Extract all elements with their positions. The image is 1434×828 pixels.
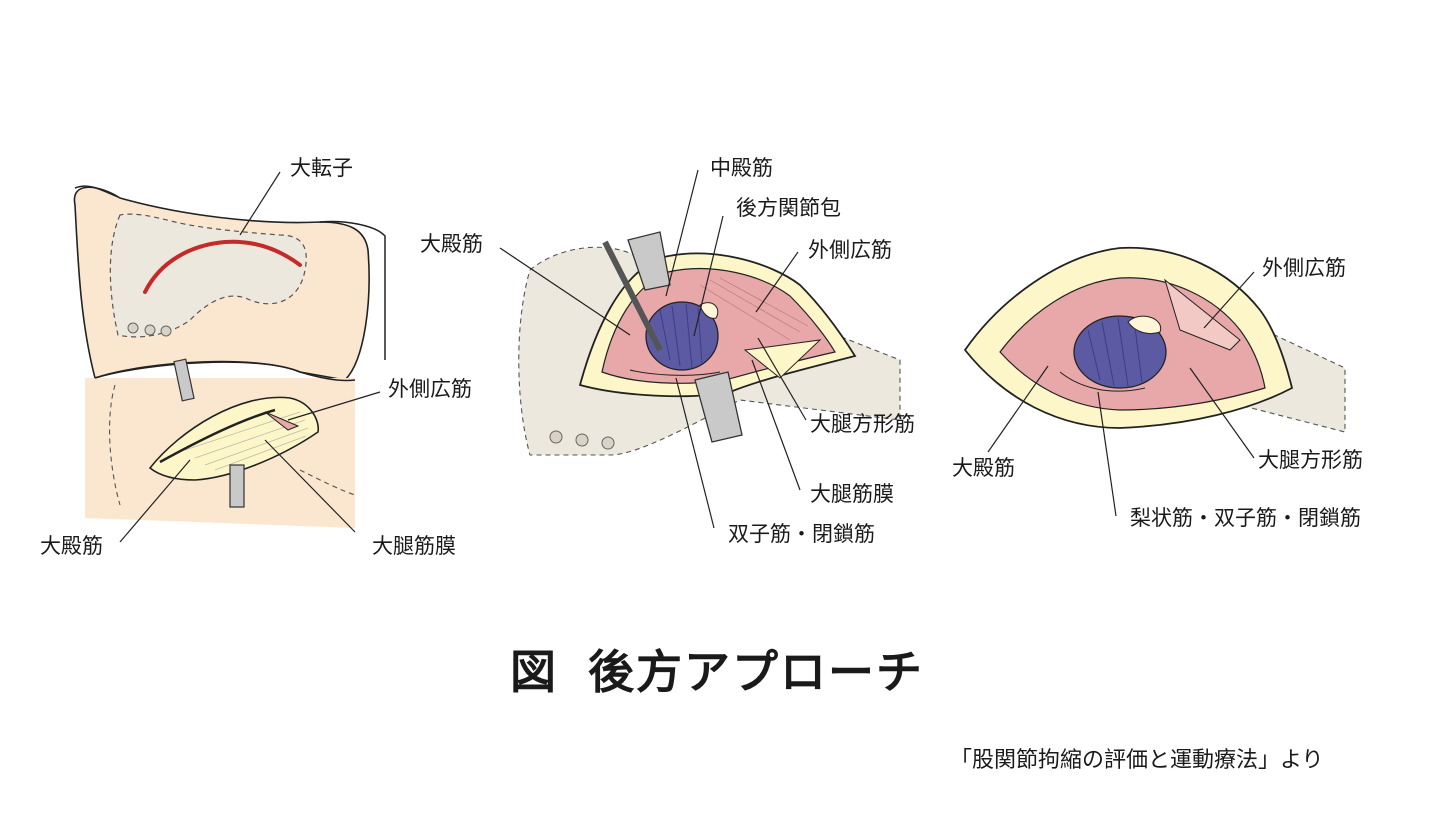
figure-title-name: 後方アプローチ	[588, 645, 924, 699]
label-p1-gluteus-maximus: 大殿筋	[40, 534, 103, 558]
label-gemelli-obturator: 双子筋・閉鎖筋	[728, 522, 875, 546]
label-p3-vastus-lateralis: 外側広筋	[1262, 256, 1346, 280]
label-gluteus-medius: 中殿筋	[710, 156, 773, 180]
label-p3-quadratus-femoris: 大腿方形筋	[1258, 448, 1363, 472]
figure-title: 図 後方アプローチ	[0, 636, 1434, 702]
label-greater-trochanter: 大転子	[290, 156, 353, 180]
panel1-incision-line	[143, 239, 302, 294]
label-piriformis-gemelli-obturator: 梨状筋・双子筋・閉鎖筋	[1130, 506, 1361, 530]
panel3-posterior-capsule	[1073, 315, 1167, 389]
label-p3-gluteus-maximus: 大殿筋	[952, 456, 1015, 480]
label-p2-gluteus-maximus: 大殿筋	[420, 232, 483, 256]
label-p2-fascia-lata: 大腿筋膜	[810, 482, 894, 506]
label-posterior-capsule: 後方関節包	[736, 196, 841, 220]
label-p1-vastus-lateralis: 外側広筋	[388, 377, 472, 401]
panel1-illustration	[73, 171, 386, 543]
panel1-retractor-top	[173, 358, 195, 402]
source-citation: 「股関節拘縮の評価と運動療法」より	[950, 748, 1324, 773]
panel2-retractor-bottom	[694, 371, 743, 443]
panel2-retractor-top	[627, 231, 671, 291]
panel1-retractor-bottom	[229, 464, 245, 508]
label-p1-fascia-lata: 大腿筋膜	[372, 534, 456, 558]
figure-title-prefix: 図	[509, 645, 558, 699]
label-p2-quadratus-femoris: 大腿方形筋	[810, 412, 915, 436]
panel3-illustration	[963, 246, 1346, 517]
label-p2-vastus-lateralis: 外側広筋	[808, 238, 892, 262]
panel2-posterior-capsule	[645, 301, 719, 371]
panel2-illustration	[499, 169, 901, 529]
